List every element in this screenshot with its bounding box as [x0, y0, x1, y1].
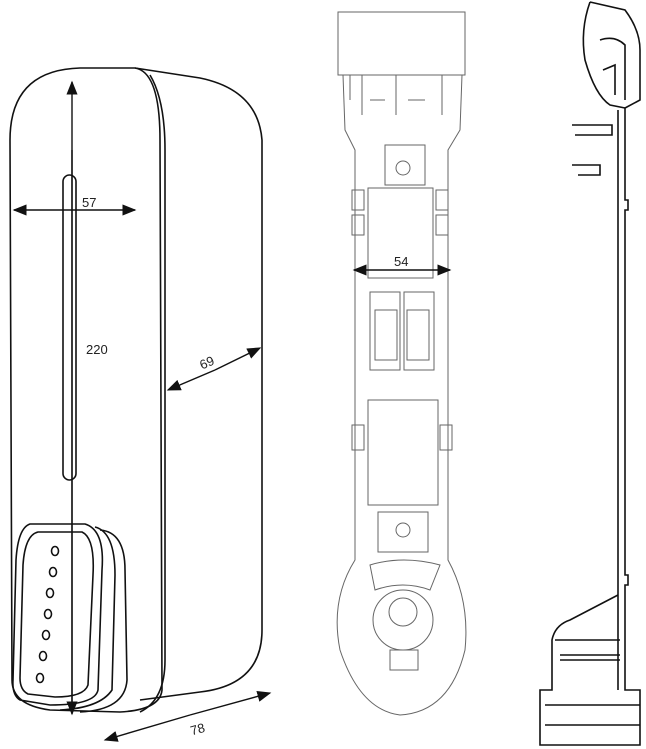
depth-dimension-line	[166, 369, 216, 391]
bracket-width-label: 54	[394, 254, 408, 269]
nozzle-holes	[35, 545, 60, 684]
side-profile-view	[539, 1, 641, 746]
width-label: 57	[82, 195, 96, 210]
level-window	[62, 174, 77, 481]
push-button-layers	[79, 529, 128, 713]
bottom-depth-dimension-line	[103, 714, 191, 742]
back-bracket-view: 54	[336, 11, 467, 716]
front-view-dispenser: 57 220 69 78	[9, 67, 272, 742]
depth-label: 69	[197, 353, 216, 372]
bottom-depth-label: 78	[189, 720, 207, 738]
push-button	[12, 523, 104, 706]
height-label: 220	[86, 342, 108, 357]
